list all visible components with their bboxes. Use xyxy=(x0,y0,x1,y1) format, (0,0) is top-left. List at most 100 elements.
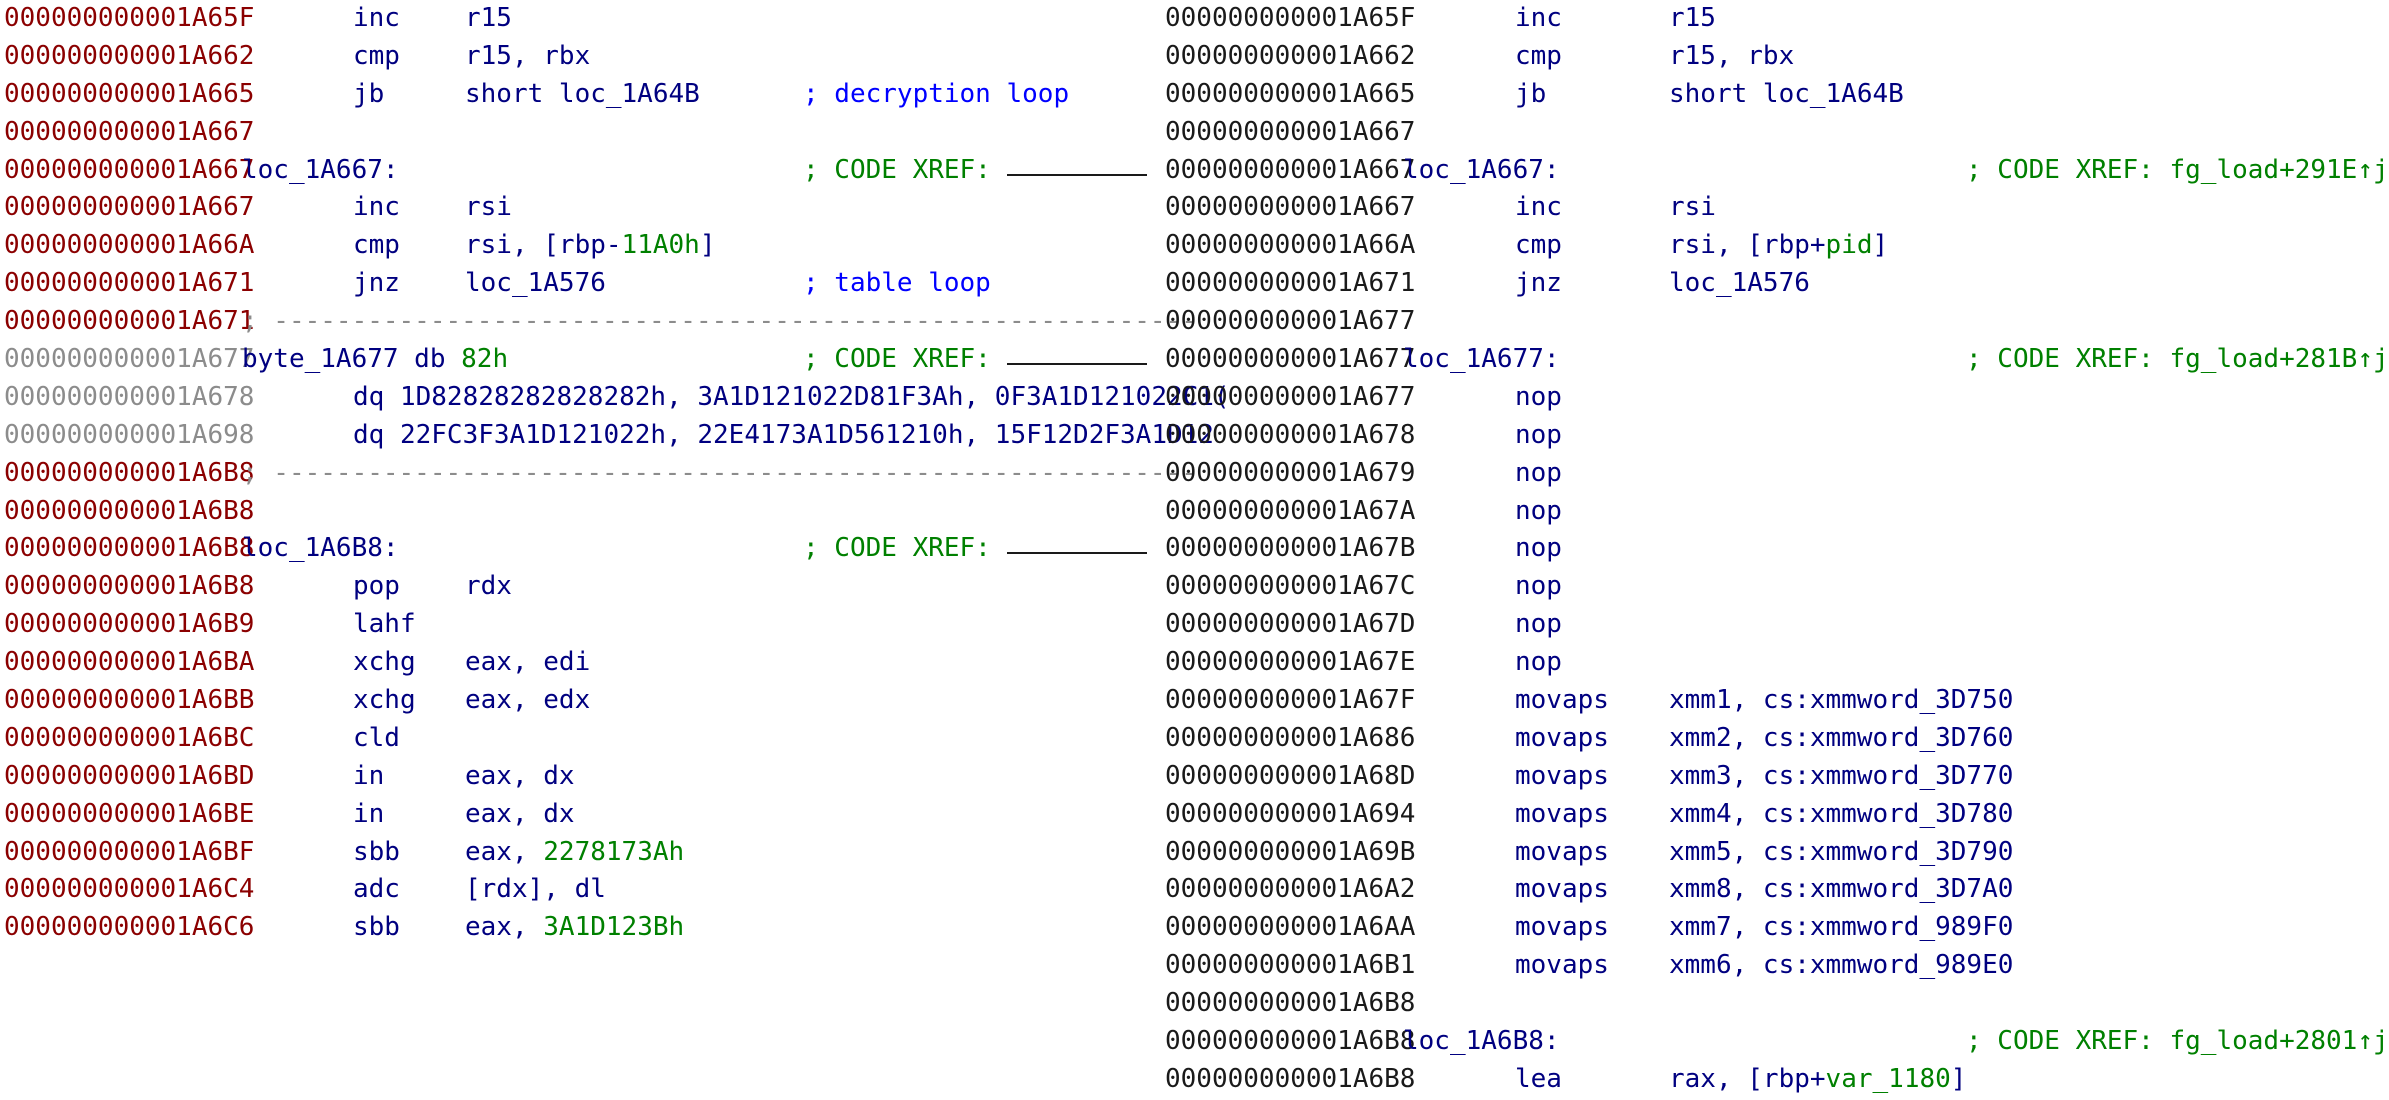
address[interactable]: 000000000001A6BE xyxy=(4,798,255,829)
instruction-mnemonic[interactable]: pop xyxy=(353,571,400,602)
code-line[interactable]: 000000000001A677 nop xyxy=(1163,379,2373,417)
code-label[interactable]: loc_1A667: xyxy=(1403,154,1560,185)
address[interactable]: 000000000001A677 xyxy=(4,344,255,375)
address[interactable]: 000000000001A694 xyxy=(1165,798,1416,829)
instruction-mnemonic[interactable]: jnz xyxy=(1515,268,1562,299)
address[interactable]: 000000000001A667 xyxy=(4,154,255,185)
instruction-operands[interactable]: short loc_1A64B xyxy=(1669,78,1904,109)
instruction-mnemonic[interactable]: in xyxy=(353,798,385,829)
address[interactable]: 000000000001A677 xyxy=(1165,381,1416,412)
address[interactable]: 000000000001A665 xyxy=(1165,78,1416,109)
instruction-mnemonic[interactable]: nop xyxy=(1515,571,1562,602)
instruction-mnemonic[interactable]: xchg xyxy=(353,647,416,678)
instruction-mnemonic[interactable]: movaps xyxy=(1515,950,1609,981)
instruction-operands[interactable]: short loc_1A64B xyxy=(465,78,700,109)
code-line[interactable]: 000000000001A6C6 sbb eax, 3A1D123Bh xyxy=(0,909,1130,947)
code-line[interactable]: 000000000001A6BE in eax, dx xyxy=(0,796,1130,834)
instruction-operands[interactable]: eax, dx xyxy=(465,760,575,791)
address[interactable]: 000000000001A69B xyxy=(1165,836,1416,867)
instruction-mnemonic[interactable]: cmp xyxy=(353,230,400,261)
address[interactable]: 000000000001A6BC xyxy=(4,722,255,753)
instruction-operands[interactable]: rax, [rbp+var_1180] xyxy=(1669,1063,1967,1094)
address[interactable]: 000000000001A667 xyxy=(4,116,255,147)
address[interactable]: 000000000001A6B9 xyxy=(4,609,255,640)
address[interactable]: 000000000001A67C xyxy=(1165,571,1416,602)
address[interactable]: 000000000001A6BB xyxy=(4,685,255,716)
code-label[interactable]: loc_1A6B8: xyxy=(242,533,399,564)
address[interactable]: 000000000001A667 xyxy=(1165,192,1416,223)
address[interactable]: 000000000001A671 xyxy=(1165,268,1416,299)
address[interactable]: 000000000001A667 xyxy=(1165,154,1416,185)
instruction-operands[interactable]: r15, rbx xyxy=(1669,40,1795,71)
instruction-operands[interactable]: eax, dx xyxy=(465,798,575,829)
instruction-operands[interactable]: loc_1A576 xyxy=(1669,268,1810,299)
code-line[interactable]: 000000000001A671; ----------------------… xyxy=(0,303,1197,341)
instruction-mnemonic[interactable]: lea xyxy=(1515,1063,1562,1094)
instruction-operands[interactable]: xmm4, cs:xmmword_3D780 xyxy=(1669,798,2014,829)
data-label[interactable]: byte_1A677 db 82h xyxy=(242,344,509,375)
address[interactable]: 000000000001A6B8 xyxy=(4,533,255,564)
address[interactable]: 000000000001A66A xyxy=(4,230,255,261)
instruction-mnemonic[interactable]: cmp xyxy=(1515,230,1562,261)
address[interactable]: 000000000001A671 xyxy=(4,268,255,299)
address[interactable]: 000000000001A677 xyxy=(1165,344,1416,375)
instruction-mnemonic[interactable]: movaps xyxy=(1515,836,1609,867)
address[interactable]: 000000000001A678 xyxy=(1165,419,1416,450)
instruction-operands[interactable]: eax, edx xyxy=(465,685,591,716)
code-line[interactable]: 000000000001A67C nop xyxy=(1163,568,2373,606)
instruction-mnemonic[interactable]: nop xyxy=(1515,457,1562,488)
instruction-operands[interactable]: xmm1, cs:xmmword_3D750 xyxy=(1669,685,2014,716)
instruction-mnemonic[interactable]: cmp xyxy=(1515,40,1562,71)
address[interactable]: 000000000001A677 xyxy=(1165,306,1416,337)
instruction-mnemonic[interactable]: movaps xyxy=(1515,760,1609,791)
instruction-operands[interactable]: rsi xyxy=(1669,192,1716,223)
instruction-mnemonic[interactable]: nop xyxy=(1515,419,1562,450)
code-label[interactable]: loc_1A6B8: xyxy=(1403,1026,1560,1057)
instruction-operands[interactable]: eax, 3A1D123Bh xyxy=(465,912,685,943)
address[interactable]: 000000000001A6B8 xyxy=(1165,1063,1416,1094)
instruction-mnemonic[interactable]: jb xyxy=(1515,78,1547,109)
instruction-operands[interactable]: rsi, [rbp+pid] xyxy=(1669,230,1889,261)
address[interactable]: 000000000001A67D xyxy=(1165,609,1416,640)
address[interactable]: 000000000001A66A xyxy=(1165,230,1416,261)
address[interactable]: 000000000001A671 xyxy=(4,306,255,337)
code-line[interactable]: 000000000001A665 jb short loc_1A64B xyxy=(1163,76,2373,114)
instruction-mnemonic[interactable]: inc xyxy=(1515,3,1562,33)
address[interactable]: 000000000001A6BD xyxy=(4,760,255,791)
instruction-mnemonic[interactable]: movaps xyxy=(1515,912,1609,943)
instruction-mnemonic[interactable]: inc xyxy=(353,3,400,33)
address[interactable]: 000000000001A6B8 xyxy=(4,571,255,602)
address[interactable]: 000000000001A6BF xyxy=(4,836,255,867)
instruction-mnemonic[interactable]: sbb xyxy=(353,912,400,943)
address[interactable]: 000000000001A6C4 xyxy=(4,874,255,905)
instruction-mnemonic[interactable]: nop xyxy=(1515,381,1562,412)
instruction-operands[interactable]: xmm6, cs:xmmword_989E0 xyxy=(1669,950,2014,981)
address[interactable]: 000000000001A6C6 xyxy=(4,912,255,943)
address[interactable]: 000000000001A6B8 xyxy=(4,495,255,526)
instruction-operands[interactable]: r15, rbx xyxy=(465,40,591,71)
address[interactable]: 000000000001A6A2 xyxy=(1165,874,1416,905)
instruction-mnemonic[interactable]: movaps xyxy=(1515,685,1609,716)
instruction-operands[interactable]: eax, 2278173Ah xyxy=(465,836,685,867)
